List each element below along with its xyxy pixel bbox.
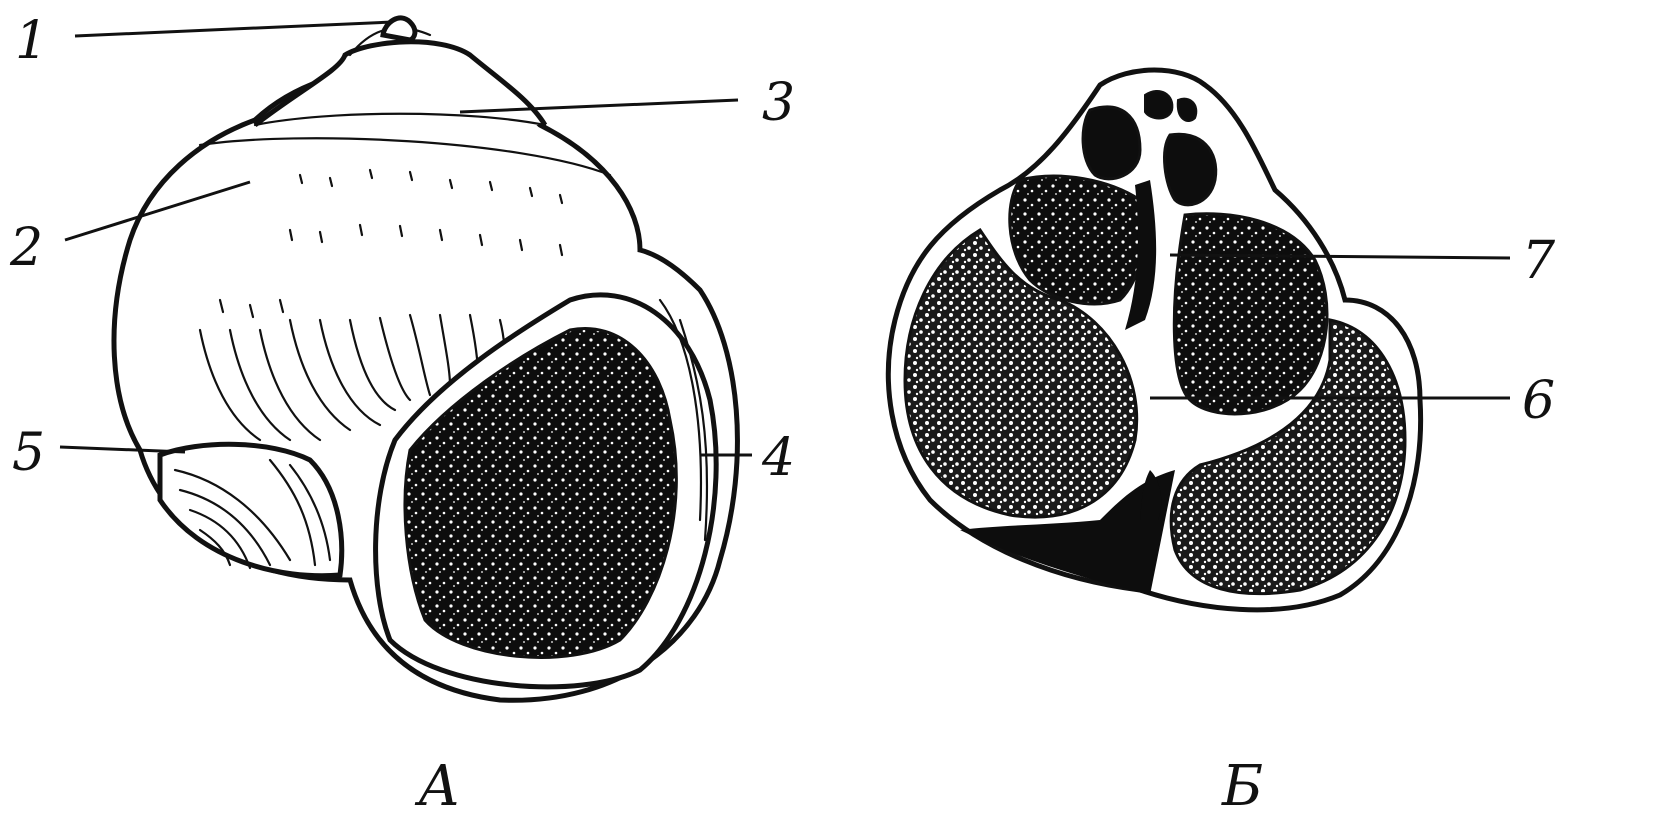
- caption-a: А: [414, 754, 460, 819]
- label-3: 3: [762, 73, 795, 133]
- label-4: 4: [761, 428, 795, 488]
- caption-b: Б: [1221, 754, 1263, 819]
- label-2: 2: [9, 218, 43, 278]
- shell-exterior-drawing: [114, 18, 737, 700]
- label-5: 5: [12, 423, 45, 483]
- leader-line-1: [75, 22, 392, 36]
- label-1: 1: [15, 11, 48, 71]
- label-7: 7: [1522, 231, 1556, 291]
- label-6: 6: [1522, 371, 1555, 431]
- shell-section-drawing: [888, 70, 1420, 610]
